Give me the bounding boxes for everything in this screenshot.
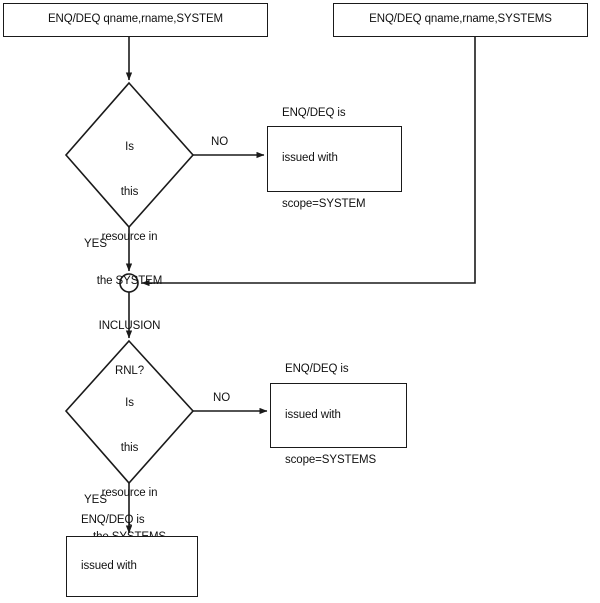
edge-label-exclusion-yes: YES	[84, 494, 108, 506]
start-systems-box[interactable]: ENQ/DEQ qname,rname,SYSTEMS	[333, 3, 588, 37]
start-system-box[interactable]: ENQ/DEQ qname,rname,SYSTEM	[3, 3, 268, 37]
result-system-from-inclusion-line-3: scope=SYSTEM	[282, 197, 366, 210]
result-system-final-box[interactable]: ENQ/DEQ is issued with scope=SYSTEM	[66, 514, 198, 597]
merge-junction-circle	[119, 273, 139, 293]
edge-label-inclusion-no: NO	[211, 136, 229, 148]
decision-exclusion[interactable]	[66, 341, 193, 483]
result-system-from-inclusion-line-1: ENQ/DEQ is	[282, 106, 346, 119]
start-systems-label: ENQ/DEQ qname,rname,SYSTEMS	[369, 13, 552, 26]
edge-start-systems-to-merge	[141, 37, 476, 287]
edge-label-inclusion-yes: YES	[84, 238, 108, 250]
result-system-final-text: ENQ/DEQ is issued with scope=SYSTEM	[67, 483, 165, 603]
edge-label-exclusion-no: NO	[213, 392, 231, 404]
result-systems-from-exclusion-line-3: scope=SYSTEMS	[285, 454, 377, 467]
decision-exclusion-shape	[64, 339, 195, 485]
result-system-from-inclusion-box[interactable]: ENQ/DEQ is issued with scope=SYSTEM	[267, 107, 402, 210]
result-system-final-line-1: ENQ/DEQ is	[81, 514, 145, 527]
result-systems-from-exclusion-box[interactable]: ENQ/DEQ is issued with scope=SYSTEMS	[270, 363, 407, 466]
result-systems-from-exclusion-text: ENQ/DEQ is issued with scope=SYSTEMS	[271, 332, 376, 499]
result-system-from-inclusion-text: ENQ/DEQ is issued with scope=SYSTEM	[268, 76, 366, 243]
decision-inclusion[interactable]	[66, 83, 193, 227]
result-system-final-line-2: issued with	[81, 559, 137, 572]
start-system-label: ENQ/DEQ qname,rname,SYSTEM	[47, 13, 224, 26]
decision-inclusion-shape	[64, 81, 195, 229]
result-systems-from-exclusion-line-1: ENQ/DEQ is	[285, 363, 349, 376]
result-systems-from-exclusion-line-2: issued with	[285, 408, 341, 421]
result-system-from-inclusion-line-2: issued with	[282, 152, 338, 165]
